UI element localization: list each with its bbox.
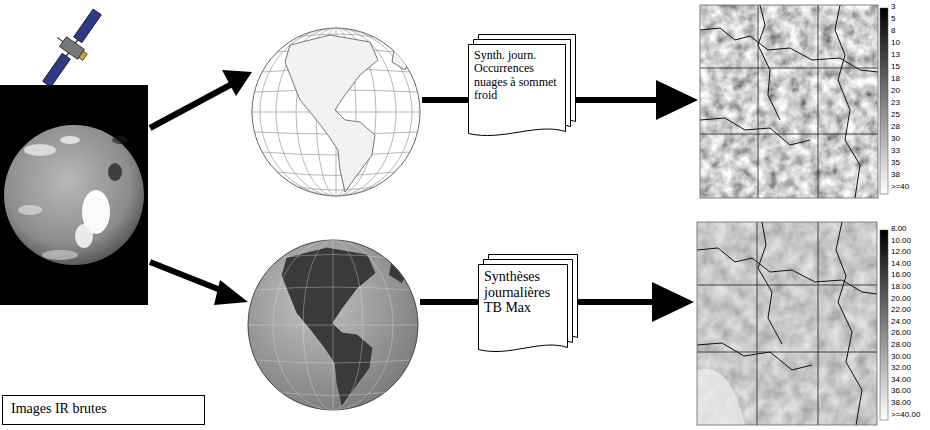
scale-value: 36.00 <box>891 387 911 396</box>
scale-value: 5 <box>891 15 895 24</box>
caption-box: Images IR brutes <box>2 395 205 425</box>
satellite-icon <box>32 2 110 94</box>
scale-value: 20.00 <box>891 295 911 304</box>
scale-value: 32.00 <box>891 364 911 373</box>
scale-value: 8 <box>891 27 895 36</box>
document-text: Synth. journ. Occurrences nuages à somme… <box>468 34 576 119</box>
scale-value: 30.00 <box>891 353 911 362</box>
scale-value: 10 <box>891 39 900 48</box>
scale-value: 26.00 <box>891 329 911 338</box>
document-text: Synthèses journalières TB Max <box>478 254 578 332</box>
ir-image <box>0 85 148 305</box>
scale-value: 35 <box>891 159 900 168</box>
scale-value: 38.00 <box>891 399 911 408</box>
map-tb-max <box>697 222 888 425</box>
shaded-globe <box>248 240 418 410</box>
scale-value: >=40.00 <box>891 411 920 420</box>
scale-value: 30 <box>891 135 900 144</box>
scale-value: 38 <box>891 171 900 180</box>
scale-value: 3 <box>891 3 895 12</box>
wireframe-globe <box>252 28 420 196</box>
scale-value: 34.00 <box>891 376 911 385</box>
scale-value: 8.00 <box>891 225 907 234</box>
scale-value: 33 <box>891 147 900 156</box>
scale-value: 28.00 <box>891 341 911 350</box>
document-stack: Synth. journ. Occurrences nuages à somme… <box>468 34 576 138</box>
document-stack: Synthèses journalières TB Max <box>478 254 578 354</box>
scale-value: 28 <box>891 123 900 132</box>
scale-value: 24.00 <box>891 318 911 327</box>
scale-value: 23 <box>891 99 900 108</box>
scale-value: 20 <box>891 87 900 96</box>
flow-arrow <box>150 70 698 322</box>
scale-value: 25 <box>891 111 900 120</box>
scale-value: 16.00 <box>891 271 911 280</box>
scale-value: 18.00 <box>891 283 911 292</box>
scale-value: 22.00 <box>891 306 911 315</box>
scale-value: 18 <box>891 75 900 84</box>
scale-value: 15 <box>891 63 900 72</box>
scale-value: 13 <box>891 51 900 60</box>
map-cold-cloud <box>700 5 888 198</box>
caption-text: Images IR brutes <box>3 396 204 422</box>
scale-value: 14.00 <box>891 260 911 269</box>
scale-value: 12.00 <box>891 248 911 257</box>
scale-value: >=40 <box>891 183 909 192</box>
scale-value: 10.00 <box>891 237 911 246</box>
